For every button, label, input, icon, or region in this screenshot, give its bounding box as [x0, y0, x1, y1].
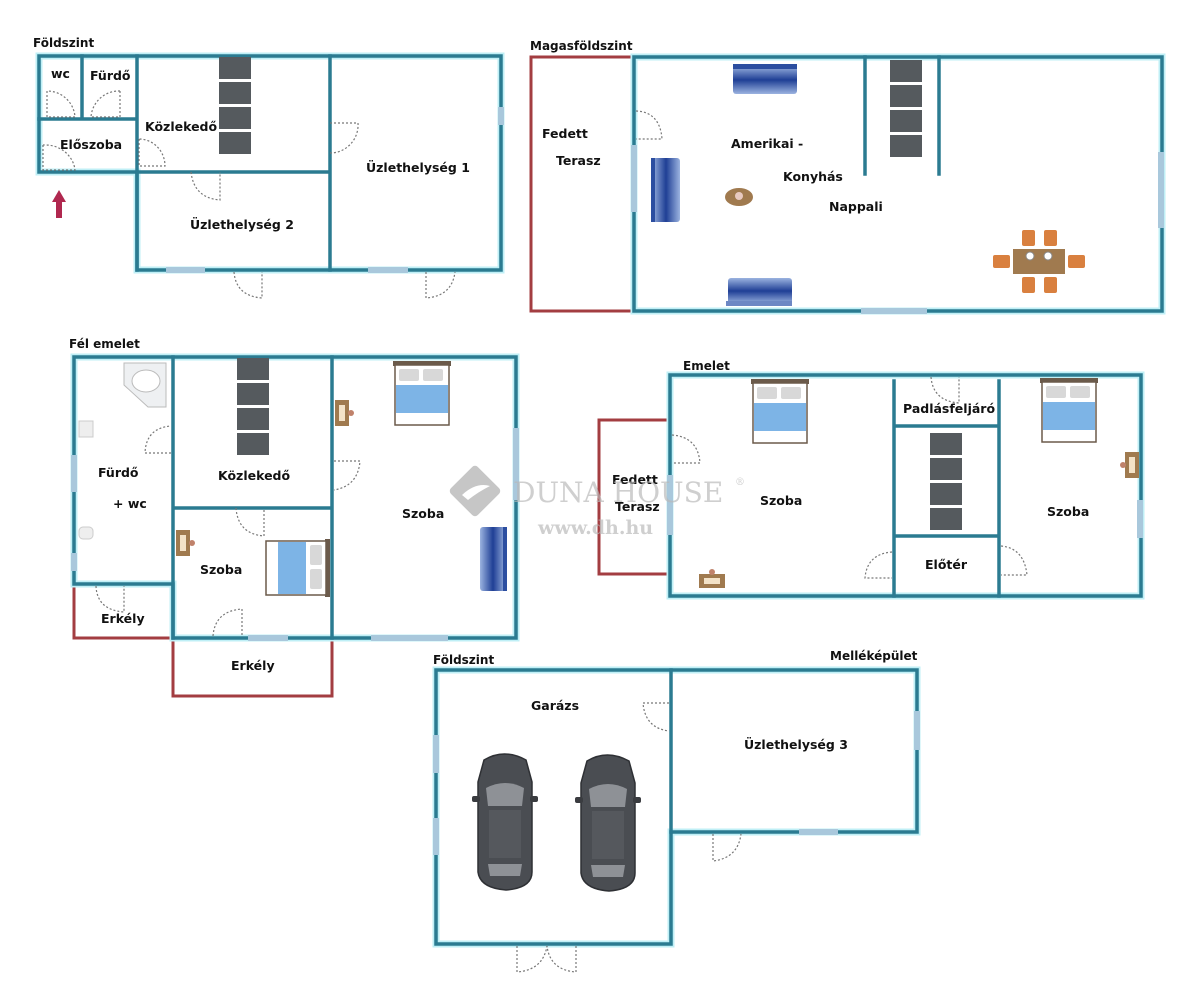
room-wc: + wc: [113, 496, 147, 511]
bed-icon: [392, 360, 452, 426]
room-uzlethelyseg-2: Üzlethelység 2: [190, 217, 294, 232]
stairs-icon: [890, 60, 922, 157]
bed-icon: [265, 538, 331, 598]
stairs-icon: [237, 358, 269, 455]
floor-fel-emelet: Fél emelet Fürdő + wc K: [69, 337, 520, 698]
floor-emelet: Emelet Fedett Terasz Szoba Padlásfeljáró…: [597, 359, 1145, 600]
sofa-icon: [651, 158, 680, 222]
sofa-icon: [726, 278, 792, 306]
watermark-url: www.dh.hu: [537, 517, 653, 539]
level-label-foldszint: Földszint: [433, 653, 494, 667]
sink-icon: [78, 420, 94, 438]
room-garazs: Garázs: [531, 698, 579, 713]
walls: [35, 52, 505, 274]
room-fedett: Fedett: [612, 472, 658, 487]
room-erkely: Erkély: [231, 658, 275, 673]
desk-icon: [699, 569, 725, 588]
bed-icon: [750, 378, 810, 444]
level-label-mellekepulet: Melléképület: [830, 649, 918, 663]
watermark: DUNA HOUSE ® www.dh.hu: [449, 465, 745, 539]
room-furdo: Fürdő: [90, 68, 131, 83]
stairs-icon: [219, 57, 251, 154]
desk-icon: [1120, 452, 1139, 478]
bed-icon: [1039, 377, 1099, 443]
car-icon: [574, 754, 642, 892]
level-label-foldszint: Földszint: [33, 36, 94, 50]
room-szoba: Szoba: [200, 562, 242, 577]
entrance-arrow-icon: [52, 190, 66, 218]
room-szoba: Szoba: [760, 493, 802, 508]
room-fedett: Fedett: [542, 126, 588, 141]
coffee-table-icon: [725, 188, 753, 206]
room-kozlekedo: Közlekedő: [218, 468, 290, 483]
toilet-icon: [78, 526, 94, 540]
duna-house-logo-icon: [449, 465, 501, 517]
desk-icon: [335, 400, 354, 426]
room-szoba: Szoba: [1047, 504, 1089, 519]
room-kozlekedo: Közlekedő: [145, 119, 217, 134]
sofa-icon: [480, 527, 507, 591]
floor-magasfoldszint: Magasföldszint: [529, 39, 1166, 315]
room-terasz: Terasz: [615, 499, 660, 514]
room-eloter: Előtér: [925, 557, 968, 572]
room-padlasfeljaro: Padlásfeljáró: [903, 401, 995, 416]
watermark-registered: ®: [735, 477, 745, 488]
room-wc: wc: [51, 66, 70, 81]
room-amerikai: Amerikai -: [731, 136, 803, 151]
room-furdo: Fürdő: [98, 465, 139, 480]
room-eloszoba: Előszoba: [60, 137, 122, 152]
car-icon: [471, 753, 539, 891]
room-szoba: Szoba: [402, 506, 444, 521]
watermark-brand: DUNA HOUSE: [513, 476, 723, 509]
stairs-icon: [930, 433, 962, 530]
dining-table-icon: [993, 230, 1085, 293]
sofa-icon: [733, 64, 797, 94]
room-uzlethelyseg-3: Üzlethelység 3: [744, 737, 848, 752]
level-label-emelet: Emelet: [683, 359, 730, 373]
room-uzlethelyseg-1: Üzlethelység 1: [366, 160, 470, 175]
level-label-fel-emelet: Fél emelet: [69, 337, 140, 351]
level-label-magasfoldszint: Magasföldszint: [530, 39, 633, 53]
bathtub-icon: [123, 362, 167, 408]
room-konyhas: Konyhás: [783, 169, 843, 184]
doors: [42, 90, 456, 299]
floor-melleképulet: Földszint Melléképület Garázs Üzlethelys…: [432, 649, 921, 973]
room-erkely: Erkély: [101, 611, 145, 626]
floor-foldszint: Földszint wc Fürdő Előszoba Közlekedő Üz…: [33, 36, 505, 299]
room-nappali: Nappali: [829, 199, 883, 214]
desk-icon: [176, 530, 195, 556]
room-terasz: Terasz: [556, 153, 601, 168]
